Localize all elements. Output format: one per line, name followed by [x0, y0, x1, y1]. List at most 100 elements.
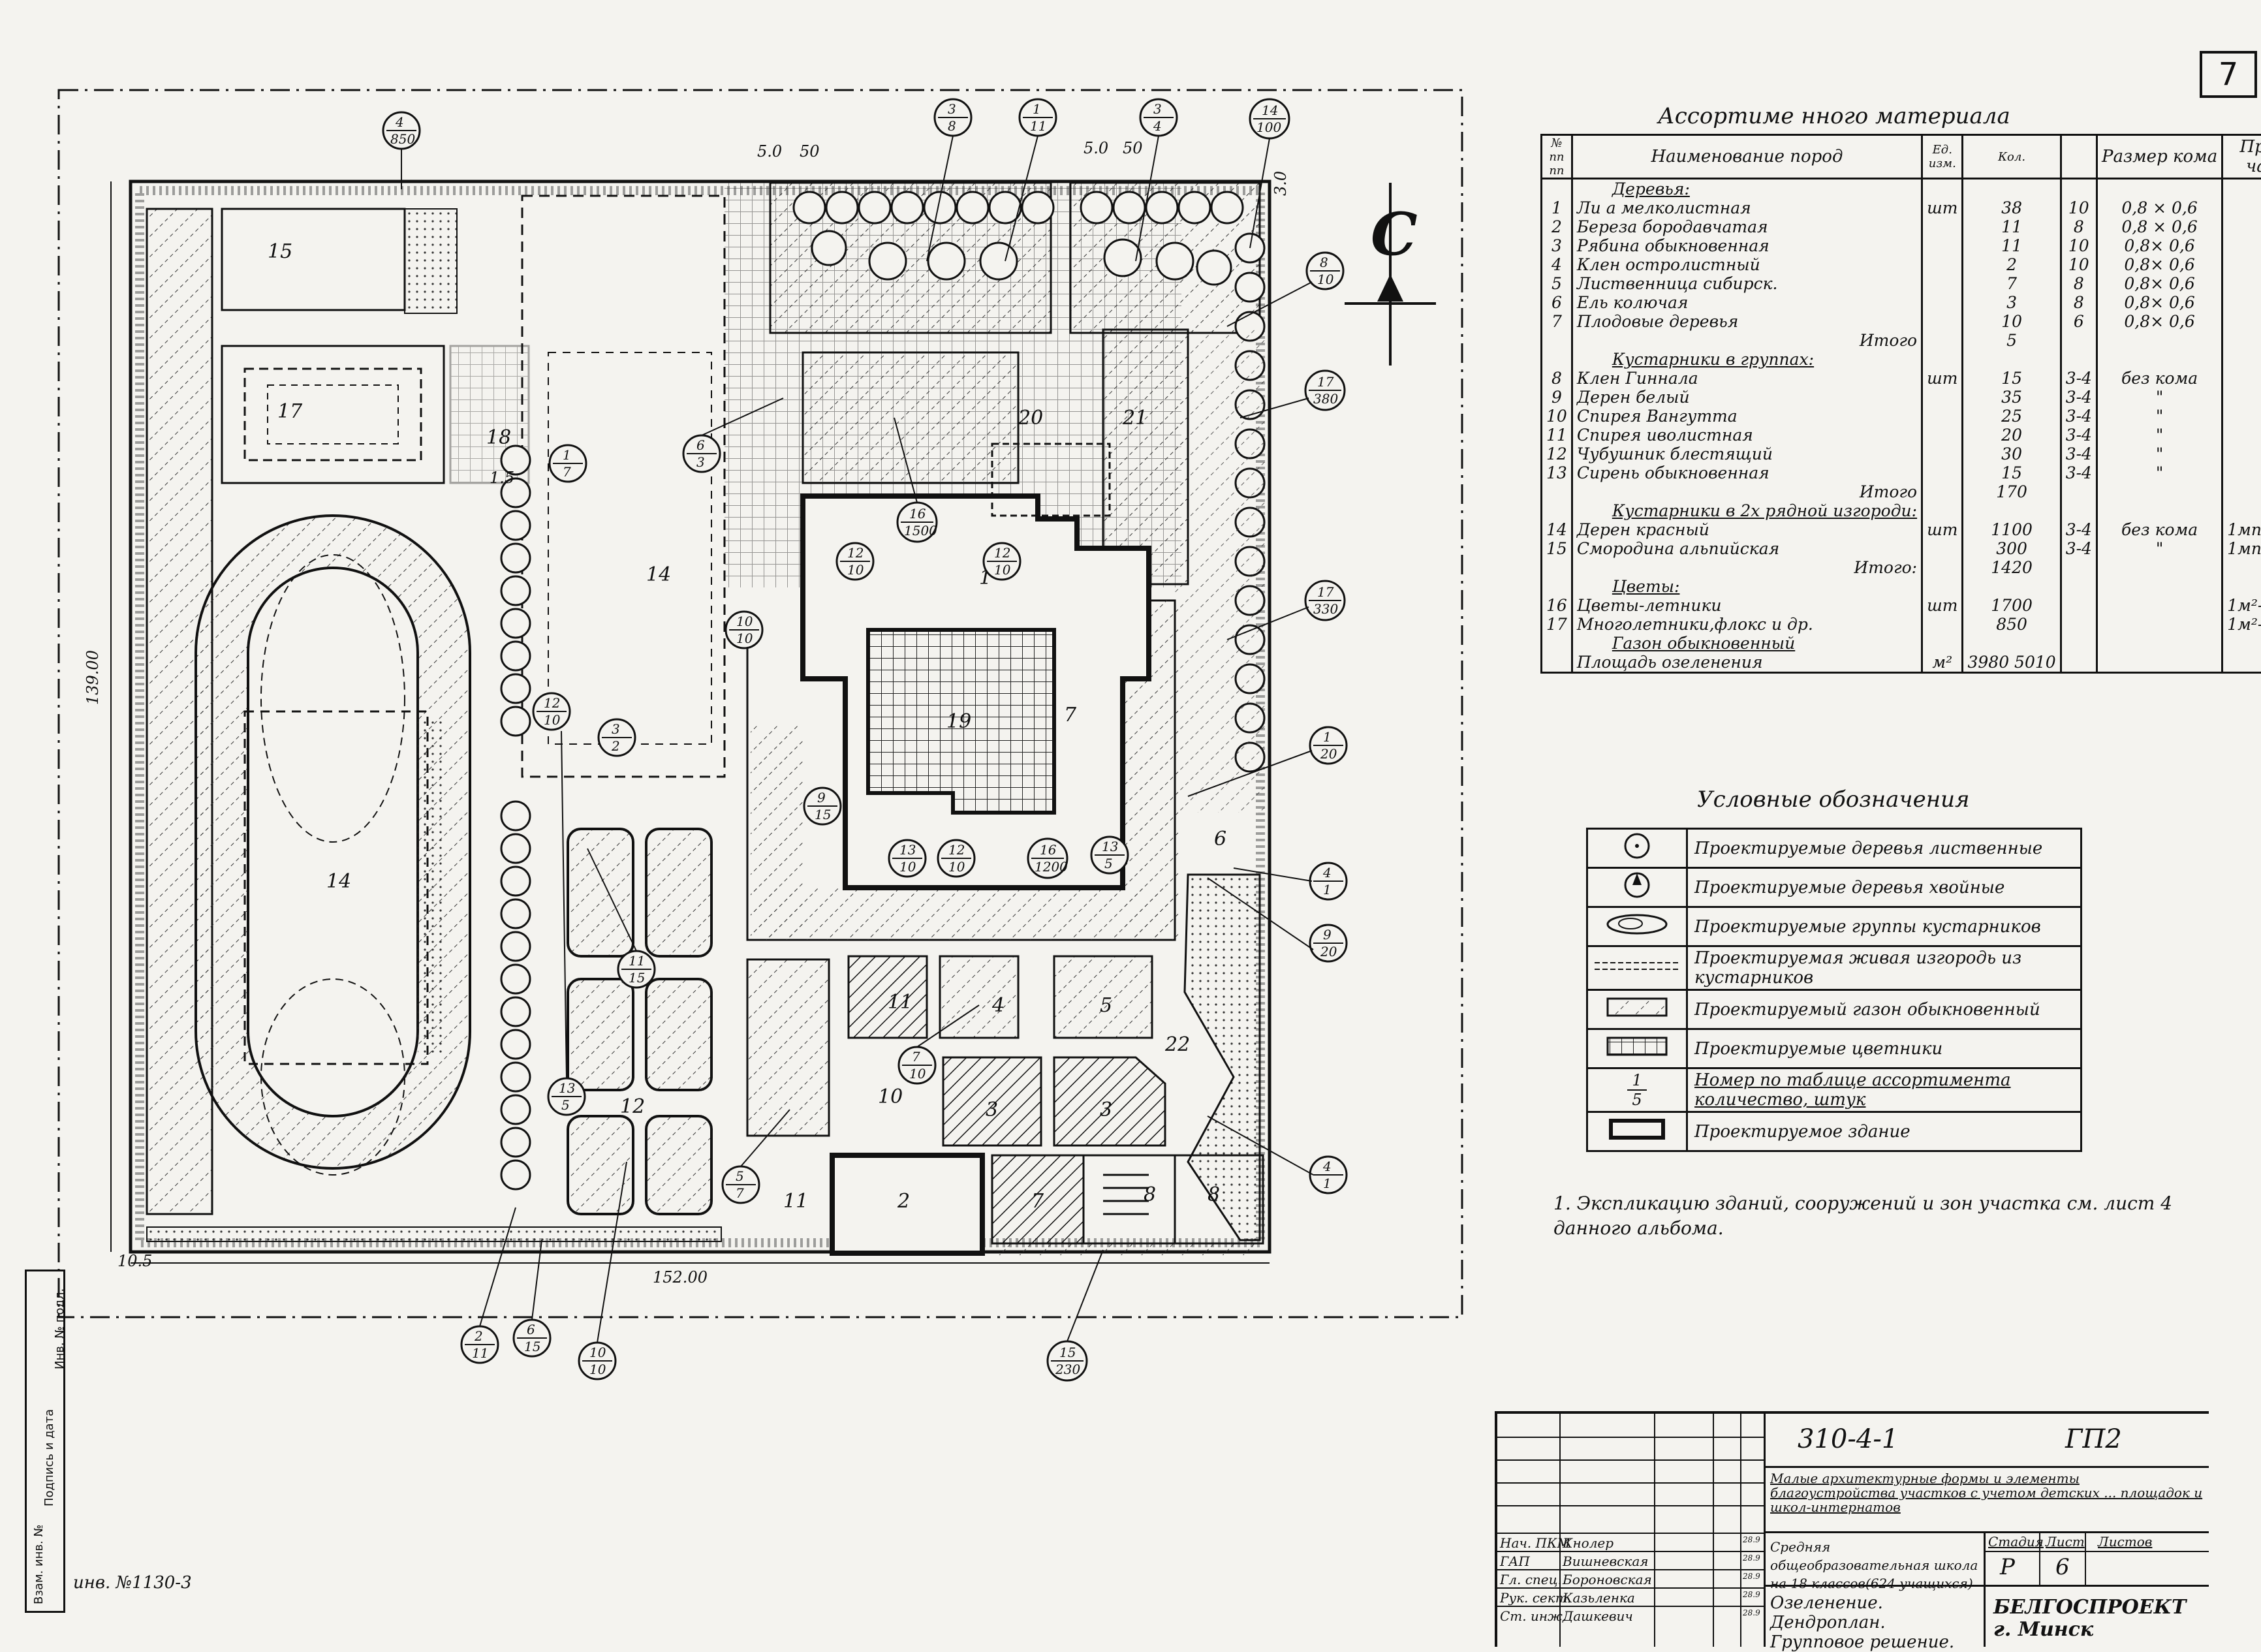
svg-text:15: 15	[815, 807, 831, 822]
cell-unit	[1922, 179, 1963, 199]
sheet-value: 6	[2055, 1554, 2070, 1580]
cell-size: 0,8 × 0,6	[2097, 198, 2222, 217]
dim-corner: 10.5	[117, 1252, 152, 1270]
cell-note	[2222, 653, 2261, 673]
callout: 211	[461, 1326, 498, 1363]
cell-unit	[1922, 634, 1963, 653]
fraction-top: 1	[1627, 1071, 1647, 1091]
svg-text:4: 4	[1153, 118, 1162, 134]
zone-label: 19	[946, 710, 971, 733]
cell-unit	[1922, 463, 1963, 482]
zone-label: 3	[986, 1099, 998, 1121]
cell-size	[2097, 577, 2222, 596]
cell-name: Спирея Вангутта	[1572, 407, 1922, 426]
explication-note: 1. Экспликацию зданий, сооружений и зон …	[1553, 1191, 2193, 1241]
svg-text:7: 7	[736, 1185, 744, 1201]
cell-unit	[1922, 539, 1963, 558]
cell-size	[2097, 558, 2222, 577]
dim-15: 1.5	[490, 469, 514, 487]
cell-note: 1мп-6шт.	[2222, 539, 2261, 558]
svg-text:1200: 1200	[1035, 859, 1068, 875]
svg-text:1: 1	[1323, 1176, 1332, 1191]
cell-size	[2097, 615, 2222, 634]
zone-label: 14	[326, 870, 351, 893]
cell-no: 2	[1542, 217, 1572, 236]
svg-text:4: 4	[1322, 865, 1332, 881]
cell-unit	[1922, 236, 1963, 255]
svg-text:5: 5	[561, 1097, 570, 1113]
callout: 17	[550, 445, 586, 482]
cell-unit	[1922, 350, 1963, 369]
svg-text:1: 1	[1323, 882, 1332, 897]
cell-age	[2061, 577, 2097, 596]
cell-age: 6	[2061, 312, 2097, 331]
cell-name: Деревья:	[1572, 179, 1922, 199]
svg-text:11: 11	[472, 1345, 488, 1361]
cell-name: Цветы-летники	[1572, 596, 1922, 615]
svg-text:6: 6	[527, 1322, 535, 1337]
cell-size: "	[2097, 426, 2222, 444]
cell-size: "	[2097, 539, 2222, 558]
cell-note	[2222, 255, 2261, 274]
dim-top: 50	[800, 142, 820, 161]
drawing-mark: ГП2	[2065, 1424, 2122, 1454]
cell-name: Лиственница сибирск.	[1572, 274, 1922, 293]
svg-text:11: 11	[629, 953, 645, 969]
cell-unit: шт	[1922, 520, 1963, 539]
svg-text:10: 10	[544, 712, 561, 728]
cell-unit	[1922, 312, 1963, 331]
zone-label: 10	[878, 1085, 903, 1108]
svg-text:3: 3	[612, 721, 620, 737]
cell-unit: шт	[1922, 198, 1963, 217]
cell-note	[2222, 369, 2261, 388]
dim-top: 5.0	[1084, 139, 1108, 157]
callout: 920	[1310, 925, 1347, 961]
cell-name: Чубушник блестящий	[1572, 444, 1922, 463]
cell-note	[2222, 407, 2261, 426]
svg-text:8: 8	[1320, 255, 1328, 270]
cell-name: Береза бородавчатая	[1572, 217, 1922, 236]
cell-age: 3-4	[2061, 388, 2097, 407]
cell-name: Газон обыкновенный	[1572, 634, 1922, 653]
cell-name: Дерен белый	[1572, 388, 1922, 407]
zone-label: 11	[783, 1190, 808, 1213]
svg-text:4: 4	[395, 114, 404, 130]
assortment-title: Ассортиме нного материала	[1658, 103, 2010, 129]
cell-no: 1	[1542, 198, 1572, 217]
svg-text:6: 6	[696, 437, 705, 453]
callout: 34	[1140, 99, 1177, 136]
col-qty: Кол.	[1963, 135, 2061, 179]
zone-label: 15	[268, 240, 292, 263]
cell-note	[2222, 331, 2261, 350]
svg-text:13: 13	[559, 1080, 575, 1096]
table-section: Газон обыкновенный	[1542, 634, 2261, 653]
cell-q: 7	[1963, 274, 2061, 293]
svg-text:15: 15	[1059, 1345, 1076, 1360]
cell-q: 38	[1963, 198, 2061, 217]
zone-14	[522, 196, 725, 777]
cell-unit	[1922, 444, 1963, 463]
cell-no	[1542, 331, 1572, 350]
legend-title: Условные обозначения	[1697, 787, 1970, 813]
col-no: № пп пп	[1542, 135, 1572, 179]
cell-q: 11	[1963, 236, 2061, 255]
cell-size: без кома	[2097, 369, 2222, 388]
cell-age: 10	[2061, 255, 2097, 274]
cell-note	[2222, 179, 2261, 199]
cell-unit	[1922, 255, 1963, 274]
cell-size: 0,8× 0,6	[2097, 293, 2222, 312]
zone-label: 2	[897, 1190, 910, 1213]
conifer-tree-icon	[1608, 869, 1666, 901]
